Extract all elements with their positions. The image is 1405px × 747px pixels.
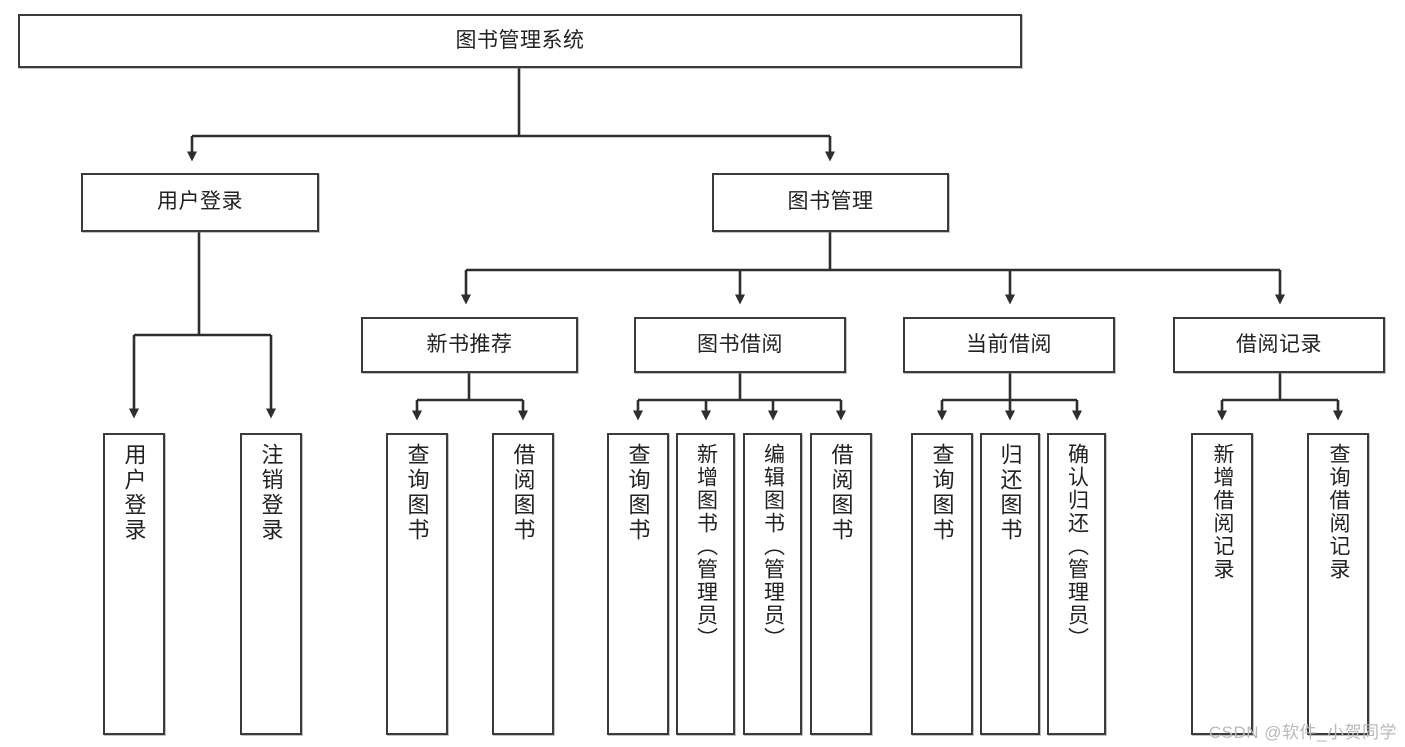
node-label: 新增图书（管理员） bbox=[694, 443, 718, 650]
node-label: 新增借阅记录 bbox=[1211, 443, 1235, 581]
leaf-edit-book-admin[interactable]: 编辑图书（管理员） bbox=[743, 433, 802, 735]
leaf-add-book-admin[interactable]: 新增图书（管理员） bbox=[676, 433, 735, 735]
node-label: 当前借阅 bbox=[966, 332, 1052, 356]
csdn-watermark: CSDN @软件_小贺同学 bbox=[1208, 723, 1397, 742]
node-label: 编辑图书（管理员） bbox=[761, 443, 785, 650]
node-user-login[interactable]: 用户登录 bbox=[81, 173, 319, 232]
node-label: 图书管理 bbox=[787, 190, 874, 214]
node-new-book-recommend[interactable]: 新书推荐 bbox=[361, 317, 578, 373]
node-label: 用户登录 bbox=[121, 443, 147, 543]
node-current-borrow[interactable]: 当前借阅 bbox=[903, 317, 1115, 373]
node-root-system[interactable]: 图书管理系统 bbox=[18, 14, 1022, 68]
leaf-confirm-return-admin[interactable]: 确认归还（管理员） bbox=[1047, 433, 1106, 735]
leaf-add-borrow-record[interactable]: 新增借阅记录 bbox=[1191, 433, 1253, 735]
leaf-borrow-book[interactable]: 借阅图书 bbox=[810, 433, 872, 735]
node-label: 查询图书 bbox=[404, 443, 430, 543]
leaf-logout-login[interactable]: 注销登录 bbox=[240, 433, 302, 735]
leaf-borrow-book-recommend[interactable]: 借阅图书 bbox=[492, 433, 554, 735]
node-label: 借阅图书 bbox=[510, 443, 536, 543]
node-label: 确认归还（管理员） bbox=[1065, 443, 1089, 650]
node-label: 新书推荐 bbox=[426, 332, 513, 356]
node-label: 注销登录 bbox=[258, 443, 284, 543]
node-label: 借阅记录 bbox=[1236, 332, 1322, 356]
node-label: 查询图书 bbox=[929, 443, 955, 543]
leaf-query-book-borrow[interactable]: 查询图书 bbox=[607, 433, 669, 735]
leaf-return-book[interactable]: 归还图书 bbox=[980, 433, 1040, 735]
node-label: 图书管理系统 bbox=[455, 28, 585, 52]
node-borrow-records[interactable]: 借阅记录 bbox=[1173, 317, 1385, 373]
node-label: 查询图书 bbox=[625, 443, 651, 543]
node-label: 归还图书 bbox=[997, 443, 1023, 543]
leaf-query-borrow-record[interactable]: 查询借阅记录 bbox=[1307, 433, 1369, 735]
leaf-query-book-current[interactable]: 查询图书 bbox=[911, 433, 973, 735]
node-book-borrow[interactable]: 图书借阅 bbox=[634, 317, 846, 373]
leaf-query-book-recommend[interactable]: 查询图书 bbox=[386, 433, 448, 735]
node-label: 图书借阅 bbox=[697, 332, 783, 356]
node-label: 用户登录 bbox=[157, 190, 243, 214]
node-book-management[interactable]: 图书管理 bbox=[712, 173, 949, 232]
node-label: 查询借阅记录 bbox=[1327, 443, 1351, 581]
leaf-user-login[interactable]: 用户登录 bbox=[103, 433, 165, 735]
node-label: 借阅图书 bbox=[828, 443, 854, 543]
